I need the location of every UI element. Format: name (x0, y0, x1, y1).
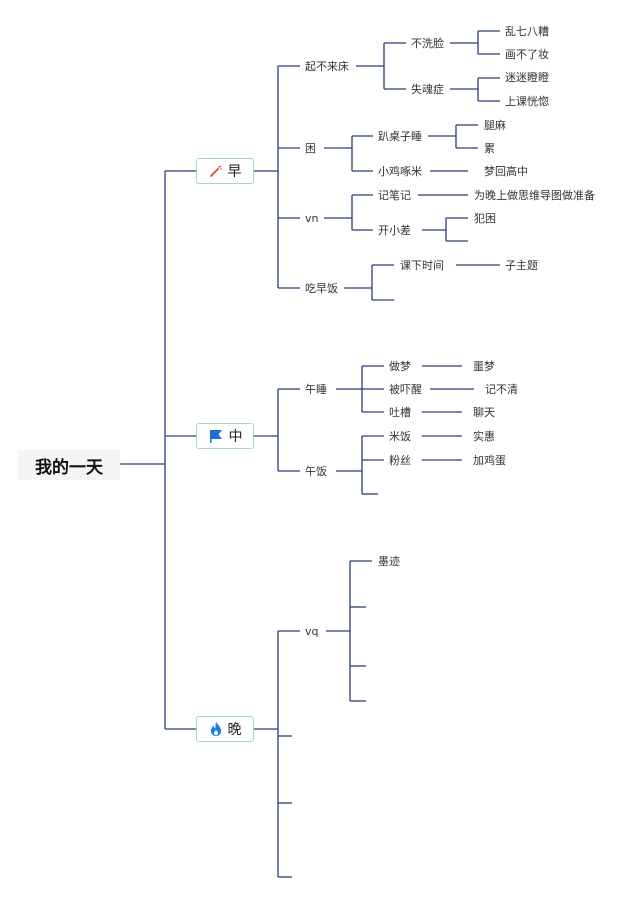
topic-jibiji[interactable]: 记笔记 (378, 189, 411, 202)
topic-huabuliaozhuang[interactable]: 画不了妆 (505, 48, 549, 61)
topic-kun[interactable]: 困 (305, 142, 316, 155)
topic-beixiaxing[interactable]: 被吓醒 (389, 383, 422, 396)
branch-morning-label: 早 (227, 164, 242, 180)
topic-weiwanshang[interactable]: 为晚上做思维导图做准备 (474, 189, 595, 202)
branch-morning[interactable]: 早 (196, 158, 254, 184)
fire-icon (210, 722, 221, 736)
magic-wand-icon (209, 165, 222, 177)
topic-kaixiaochai[interactable]: 开小差 (378, 224, 411, 237)
branch-evening-label: 晚 (227, 722, 242, 738)
branch-noon[interactable]: 中 (196, 423, 254, 449)
topic-wushui[interactable]: 午睡 (305, 383, 327, 396)
topic-qibulaichuang[interactable]: 起不来床 (305, 60, 349, 73)
topic-shihui[interactable]: 实惠 (473, 430, 495, 443)
topic-jibuqing[interactable]: 记不清 (485, 383, 518, 396)
topic-menghuigaozhong[interactable]: 梦回高中 (484, 165, 528, 178)
topic-mimideng[interactable]: 迷迷瞪瞪 (505, 71, 549, 84)
topic-shihunzheng[interactable]: 失魂症 (411, 83, 444, 96)
root-topic-label: 我的一天 (35, 457, 103, 478)
topic-pazhuozishui[interactable]: 趴桌子睡 (378, 130, 422, 143)
topic-vn[interactable]: vn (305, 212, 319, 225)
topic-fensi[interactable]: 粉丝 (389, 454, 411, 467)
topic-vq[interactable]: vq (305, 625, 319, 638)
topic-tucao[interactable]: 吐槽 (389, 406, 411, 419)
topic-moji[interactable]: 墨迹 (378, 555, 400, 568)
branch-noon-label: 中 (228, 429, 243, 445)
topic-wufan[interactable]: 午饭 (305, 465, 327, 478)
topic-jiajidan[interactable]: 加鸡蛋 (473, 454, 506, 467)
topic-chizaofan[interactable]: 吃早饭 (305, 282, 338, 295)
topic-tuima[interactable]: 腿麻 (484, 119, 506, 132)
topic-emeng[interactable]: 噩梦 (473, 360, 495, 373)
flag-icon (209, 430, 222, 443)
connector-lines (118, 30, 500, 878)
topic-shangkehuanghu[interactable]: 上课恍惚 (505, 95, 549, 108)
topic-lei[interactable]: 累 (484, 142, 495, 155)
topic-liaotian[interactable]: 聊天 (473, 406, 495, 419)
topic-kexiashijian[interactable]: 课下时间 (400, 259, 444, 272)
topic-xiaojizhuomi[interactable]: 小鸡啄米 (378, 165, 422, 178)
topic-luanqibazao[interactable]: 乱七八糟 (505, 25, 549, 38)
topic-zuomeng[interactable]: 做梦 (389, 360, 411, 373)
topic-mifan[interactable]: 米饭 (389, 430, 411, 443)
topic-fankun[interactable]: 犯困 (474, 212, 496, 225)
topic-buxilian[interactable]: 不洗脸 (411, 37, 444, 50)
branch-evening[interactable]: 晚 (196, 716, 254, 742)
topic-zizhuti[interactable]: 子主题 (505, 259, 538, 272)
root-topic[interactable]: 我的一天 (18, 450, 120, 480)
